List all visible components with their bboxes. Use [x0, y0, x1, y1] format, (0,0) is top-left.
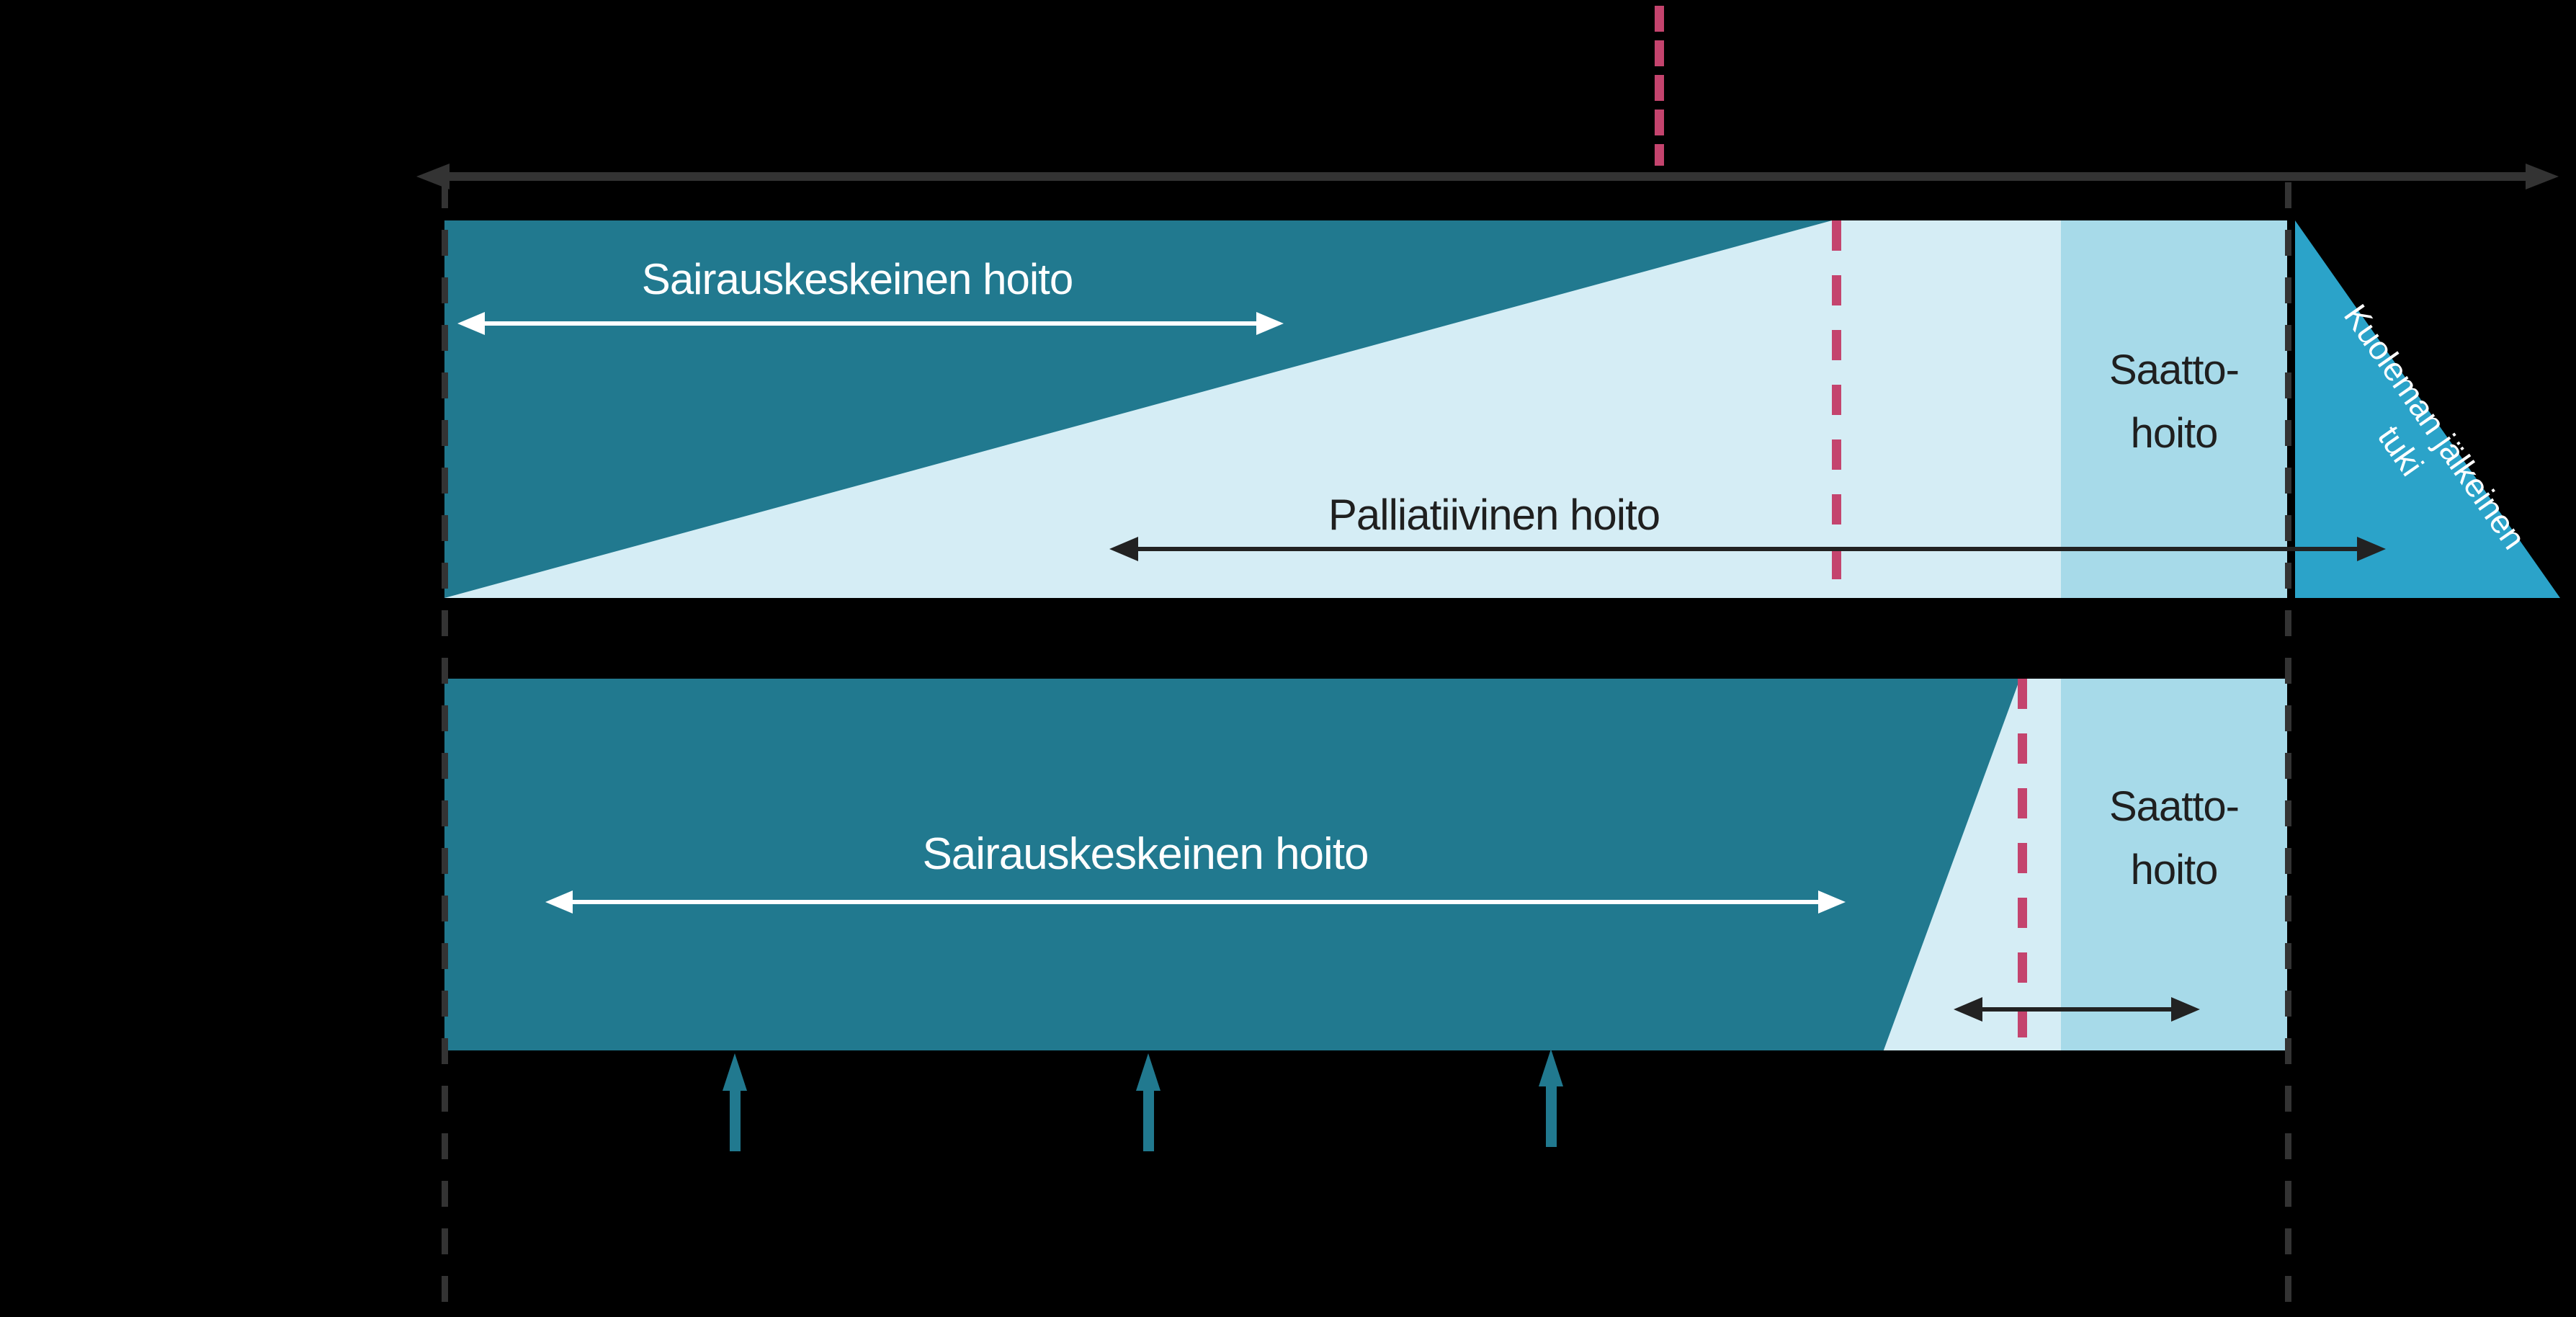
top-bar	[444, 220, 2287, 598]
axis-arrowhead-right-icon	[2526, 164, 2559, 189]
top-bar-hospice-region	[2061, 220, 2287, 598]
black-arrowhead-right-icon	[2357, 537, 2386, 561]
bottom-bar-hospice-region	[2061, 679, 2287, 1050]
bottom-bar	[444, 679, 2287, 1050]
up-arrow-2-icon	[1136, 1053, 1160, 1151]
palliative-range-arrow	[1132, 547, 2360, 551]
bottom-hospice-label-line1: Saatto-	[2109, 783, 2240, 830]
bottom-bar-disease-region	[444, 679, 2021, 1050]
bottom-hospice-label-line2: hoito	[2130, 847, 2219, 893]
top-hospice-label-line1: Saatto-	[2109, 347, 2240, 393]
pink-dashed-marker-top-bar	[1832, 220, 1841, 598]
up-arrow-head	[723, 1053, 747, 1091]
black-arrowhead-left-icon	[1954, 997, 1982, 1022]
timeline-axis	[437, 172, 2530, 181]
up-arrow-head	[1136, 1053, 1160, 1091]
up-arrow-shaft	[729, 1091, 741, 1151]
top-hospice-label: Saatto- hoito	[2061, 339, 2287, 465]
left-vertical-dashed-line	[442, 182, 448, 1317]
white-arrowhead-right-icon	[1256, 312, 1284, 335]
right-vertical-dashed-line	[2285, 182, 2291, 1317]
top-disease-care-label: Sairauskeskeinen hoito	[641, 255, 1073, 303]
palliative-care-label: Palliatiivinen hoito	[1328, 491, 1660, 539]
end-of-life-range-arrow	[1978, 1007, 2174, 1012]
bottom-disease-range-arrow	[565, 900, 1823, 904]
white-arrowhead-right-icon	[1818, 890, 1846, 914]
pink-dashed-marker-bottom-bar	[2018, 679, 2027, 1050]
top-disease-range-arrow	[478, 321, 1259, 326]
up-arrow-1-icon	[723, 1053, 747, 1151]
up-arrow-shaft	[1545, 1086, 1557, 1147]
pink-dashed-marker-above-axis	[1655, 6, 1664, 166]
bottom-hospice-label: Saatto- hoito	[2061, 775, 2287, 902]
up-arrow-head	[1539, 1049, 1563, 1086]
black-arrowhead-right-icon	[2171, 997, 2200, 1022]
top-hospice-label-line2: hoito	[2130, 410, 2219, 457]
bottom-disease-care-label: Sairauskeskeinen hoito	[922, 829, 1369, 879]
up-arrow-shaft	[1142, 1091, 1154, 1151]
up-arrow-3-icon	[1539, 1049, 1563, 1147]
